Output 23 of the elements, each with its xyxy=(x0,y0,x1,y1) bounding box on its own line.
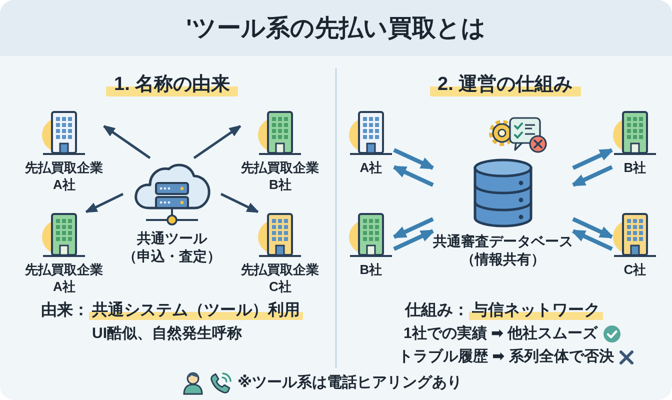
highlighted-text: 共通システム（ツール）利用 xyxy=(89,301,303,321)
node-caption: B社 xyxy=(624,159,646,176)
node-caption: 先払買取企業B社 xyxy=(240,159,320,194)
node-caption: A社 xyxy=(360,159,382,176)
node-caption: C社 xyxy=(624,261,646,278)
title: 'ツール系の先払い買取とは xyxy=(186,14,486,44)
footnote: ※ツール系は電話ヒアリングあり xyxy=(238,373,462,393)
note-text: UI酷似、自然発生呼称 xyxy=(92,324,242,344)
note-text: トラブル履歴 ➡ 系列全体で否決 xyxy=(398,347,614,367)
note-text: 1社での実績 ➡ 他社スムーズ xyxy=(404,324,598,344)
node-caption: 先払買取企業A社 xyxy=(24,159,104,194)
node-caption: （情報共有） xyxy=(461,250,545,269)
node-caption: （申込・査定） xyxy=(123,247,221,266)
section-heading: 1. 名称の由来 xyxy=(106,72,238,98)
node-caption: 共通ツール xyxy=(137,229,207,248)
node-caption: 共通審査データベース xyxy=(433,232,573,250)
node-caption: 先払買取企業C社 xyxy=(240,261,320,296)
section-heading: 2. 運営の仕組み xyxy=(430,72,581,98)
node-caption: 先払買取企業A社 xyxy=(24,261,104,296)
node-caption: B社 xyxy=(360,261,382,278)
note-label: 仕組み： xyxy=(405,301,469,321)
note-label: 由来： xyxy=(41,301,89,321)
highlighted-text: 与信ネットワーク xyxy=(469,301,603,321)
